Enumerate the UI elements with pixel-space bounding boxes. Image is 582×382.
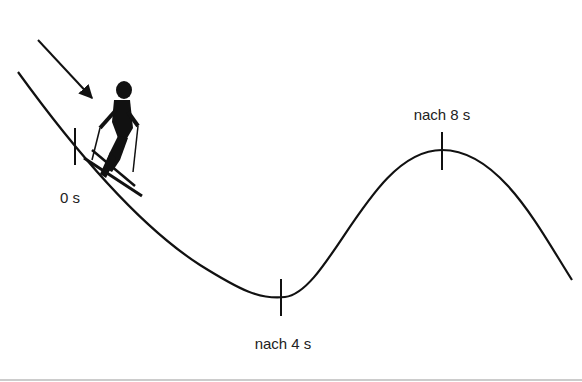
time-label: nach 4 s bbox=[255, 335, 312, 353]
time-label: nach 8 s bbox=[414, 106, 471, 124]
direction-arrow bbox=[38, 40, 92, 98]
time-label: 0 s bbox=[60, 189, 80, 207]
tick-mark bbox=[441, 132, 443, 170]
tick-mark bbox=[74, 128, 76, 165]
skier-figure bbox=[84, 81, 142, 196]
tick-mark bbox=[280, 279, 282, 316]
bottom-rule bbox=[0, 379, 582, 381]
slope-curve bbox=[18, 72, 572, 298]
